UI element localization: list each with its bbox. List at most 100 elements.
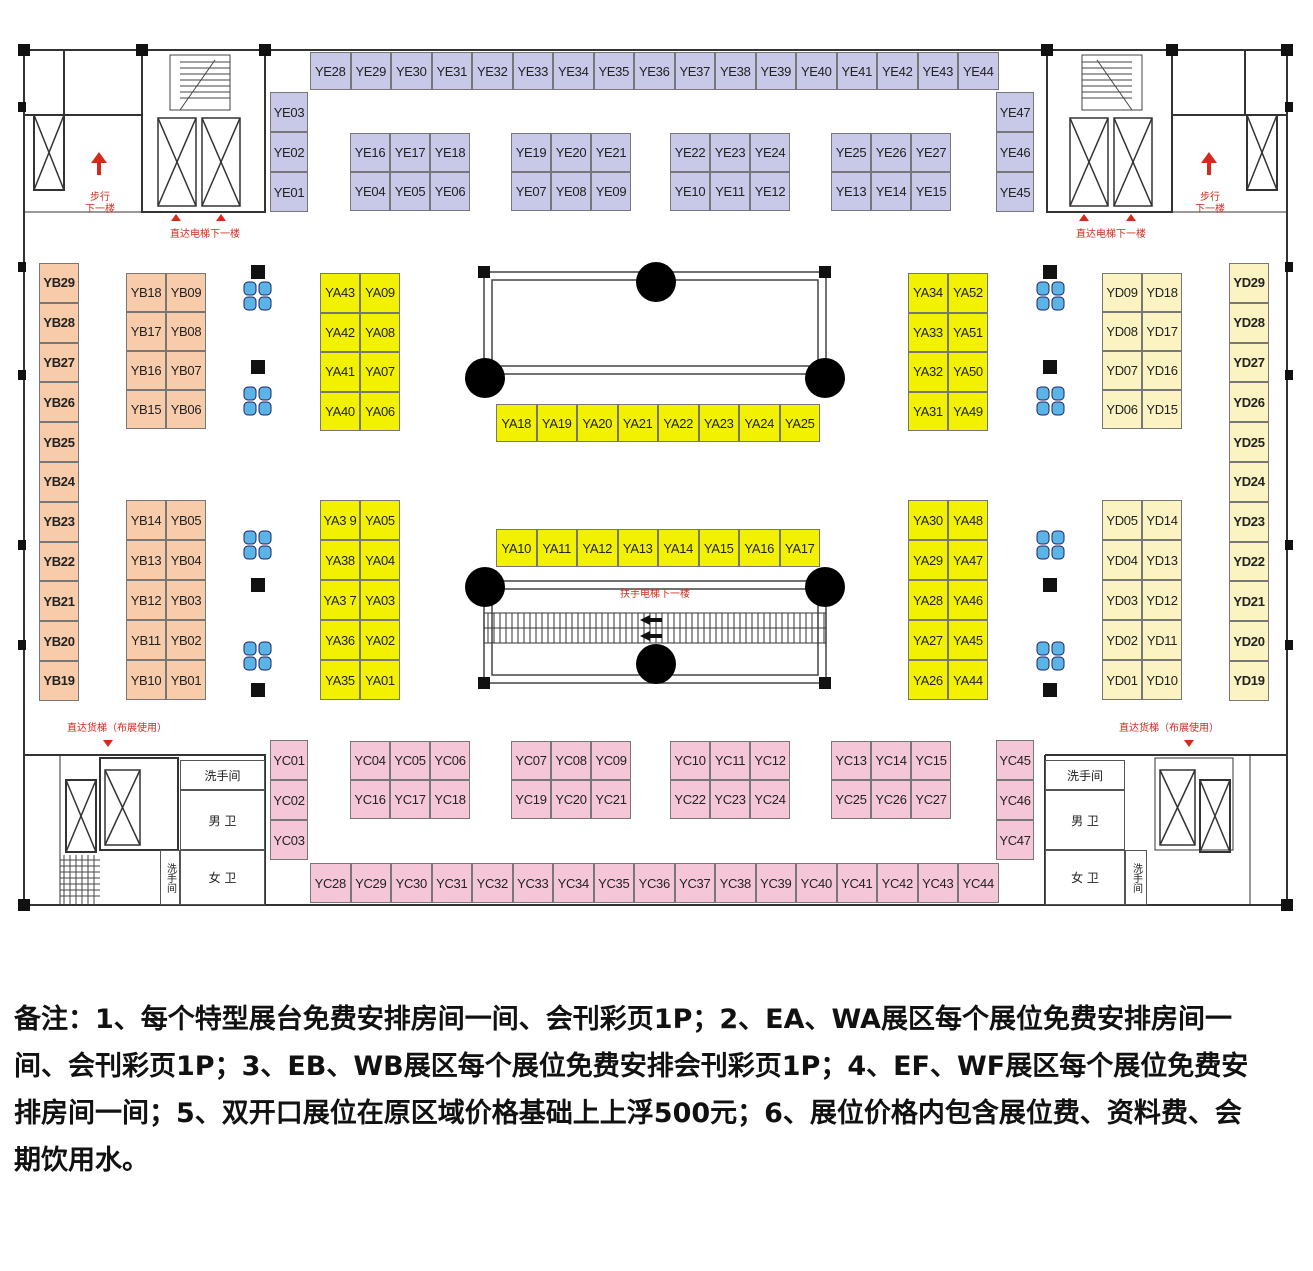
booth-ya48[interactable]: YA48 <box>948 500 988 540</box>
booth-yb09[interactable]: YB09 <box>166 273 206 312</box>
booth-ya05[interactable]: YA05 <box>360 500 400 540</box>
booth-ye38[interactable]: YE38 <box>715 52 756 90</box>
booth-ye03[interactable]: YE03 <box>270 92 308 132</box>
booth-ya41[interactable]: YA41 <box>320 352 360 392</box>
booth-yc42[interactable]: YC42 <box>877 863 918 903</box>
booth-yc45[interactable]: YC45 <box>996 740 1034 780</box>
booth-ya18[interactable]: YA18 <box>496 404 537 442</box>
booth-ye01[interactable]: YE01 <box>270 172 308 212</box>
booth-yc13[interactable]: YC13 <box>831 741 871 780</box>
booth-yc21[interactable]: YC21 <box>591 780 631 819</box>
booth-ya12[interactable]: YA12 <box>577 529 618 567</box>
booth-yd27[interactable]: YD27 <box>1229 342 1269 383</box>
booth-ye12[interactable]: YE12 <box>750 172 790 211</box>
booth-yb14[interactable]: YB14 <box>126 500 166 540</box>
booth-ye44[interactable]: YE44 <box>958 52 999 90</box>
booth-ya16[interactable]: YA16 <box>739 529 780 567</box>
booth-yc46[interactable]: YC46 <box>996 780 1034 820</box>
booth-yc27[interactable]: YC27 <box>911 780 951 819</box>
booth-ya17[interactable]: YA17 <box>779 529 820 567</box>
booth-ya08[interactable]: YA08 <box>360 312 400 352</box>
booth-yc18[interactable]: YC18 <box>430 780 470 819</box>
booth-yc19[interactable]: YC19 <box>511 780 551 819</box>
booth-yd26[interactable]: YD26 <box>1229 382 1269 423</box>
booth-yc23[interactable]: YC23 <box>710 780 750 819</box>
booth-yc10[interactable]: YC10 <box>670 741 710 780</box>
booth-ye09[interactable]: YE09 <box>591 172 631 211</box>
booth-ye15[interactable]: YE15 <box>911 172 951 211</box>
booth-yc06[interactable]: YC06 <box>430 741 470 780</box>
booth-ye29[interactable]: YE29 <box>350 52 391 90</box>
booth-yc24[interactable]: YC24 <box>750 780 790 819</box>
booth-yd21[interactable]: YD21 <box>1229 581 1269 622</box>
booth-ya40[interactable]: YA40 <box>320 391 360 431</box>
booth-ya29[interactable]: YA29 <box>908 540 948 580</box>
booth-ye11[interactable]: YE11 <box>710 172 750 211</box>
booth-ye02[interactable]: YE02 <box>270 132 308 172</box>
booth-yc31[interactable]: YC31 <box>431 863 472 903</box>
booth-ya10[interactable]: YA10 <box>496 529 537 567</box>
booth-yd25[interactable]: YD25 <box>1229 422 1269 462</box>
booth-yd23[interactable]: YD23 <box>1229 501 1269 542</box>
booth-ya46[interactable]: YA46 <box>948 580 988 620</box>
booth-ye21[interactable]: YE21 <box>591 133 631 172</box>
booth-yb12[interactable]: YB12 <box>126 580 166 620</box>
booth-yb04[interactable]: YB04 <box>166 540 206 580</box>
booth-yb20[interactable]: YB20 <box>39 621 79 661</box>
booth-ya23[interactable]: YA23 <box>698 404 739 442</box>
booth-yd08[interactable]: YD08 <box>1102 312 1142 351</box>
booth-yc40[interactable]: YC40 <box>796 863 837 903</box>
booth-yc17[interactable]: YC17 <box>390 780 430 819</box>
booth-ya07[interactable]: YA07 <box>360 352 400 392</box>
booth-ye04[interactable]: YE04 <box>350 172 390 211</box>
booth-ya15[interactable]: YA15 <box>698 529 739 567</box>
booth-yb13[interactable]: YB13 <box>126 540 166 580</box>
booth-ya42[interactable]: YA42 <box>320 312 360 352</box>
booth-yc01[interactable]: YC01 <box>270 740 308 780</box>
booth-yc36[interactable]: YC36 <box>634 863 675 903</box>
booth-yc37[interactable]: YC37 <box>674 863 715 903</box>
booth-ya03[interactable]: YA03 <box>360 580 400 620</box>
booth-yc04[interactable]: YC04 <box>350 741 390 780</box>
booth-yd17[interactable]: YD17 <box>1142 312 1182 351</box>
booth-yc02[interactable]: YC02 <box>270 780 308 820</box>
booth-yb01[interactable]: YB01 <box>166 660 206 700</box>
booth-ya52[interactable]: YA52 <box>948 273 988 313</box>
booth-ya44[interactable]: YA44 <box>948 660 988 700</box>
booth-ye26[interactable]: YE26 <box>871 133 911 172</box>
booth-yb25[interactable]: YB25 <box>39 422 79 462</box>
booth-ye30[interactable]: YE30 <box>391 52 432 90</box>
booth-yc20[interactable]: YC20 <box>551 780 591 819</box>
booth-yb24[interactable]: YB24 <box>39 462 79 502</box>
booth-yc43[interactable]: YC43 <box>917 863 958 903</box>
booth-yd14[interactable]: YD14 <box>1142 500 1182 540</box>
booth-yd18[interactable]: YD18 <box>1142 273 1182 312</box>
booth-ye07[interactable]: YE07 <box>511 172 551 211</box>
booth-ye19[interactable]: YE19 <box>511 133 551 172</box>
booth-ye45[interactable]: YE45 <box>996 172 1034 212</box>
booth-ye20[interactable]: YE20 <box>551 133 591 172</box>
booth-yb16[interactable]: YB16 <box>126 351 166 390</box>
booth-ye10[interactable]: YE10 <box>670 172 710 211</box>
booth-yc07[interactable]: YC07 <box>511 741 551 780</box>
booth-yb15[interactable]: YB15 <box>126 390 166 429</box>
booth-yd11[interactable]: YD11 <box>1142 620 1182 660</box>
booth-ye33[interactable]: YE33 <box>512 52 553 90</box>
booth-yd16[interactable]: YD16 <box>1142 351 1182 390</box>
booth-yb19[interactable]: YB19 <box>39 661 79 701</box>
booth-yc38[interactable]: YC38 <box>715 863 756 903</box>
booth-yd12[interactable]: YD12 <box>1142 580 1182 620</box>
booth-ya24[interactable]: YA24 <box>739 404 780 442</box>
booth-yc32[interactable]: YC32 <box>472 863 513 903</box>
booth-ya19[interactable]: YA19 <box>536 404 577 442</box>
booth-yd02[interactable]: YD02 <box>1102 620 1142 660</box>
booth-ye24[interactable]: YE24 <box>750 133 790 172</box>
booth-ye34[interactable]: YE34 <box>553 52 594 90</box>
booth-ya33[interactable]: YA33 <box>908 312 948 352</box>
booth-yb29[interactable]: YB29 <box>39 263 79 303</box>
booth-yc26[interactable]: YC26 <box>871 780 911 819</box>
booth-ye47[interactable]: YE47 <box>996 92 1034 132</box>
booth-yc16[interactable]: YC16 <box>350 780 390 819</box>
booth-ye31[interactable]: YE31 <box>431 52 472 90</box>
booth-ya43[interactable]: YA43 <box>320 273 360 313</box>
